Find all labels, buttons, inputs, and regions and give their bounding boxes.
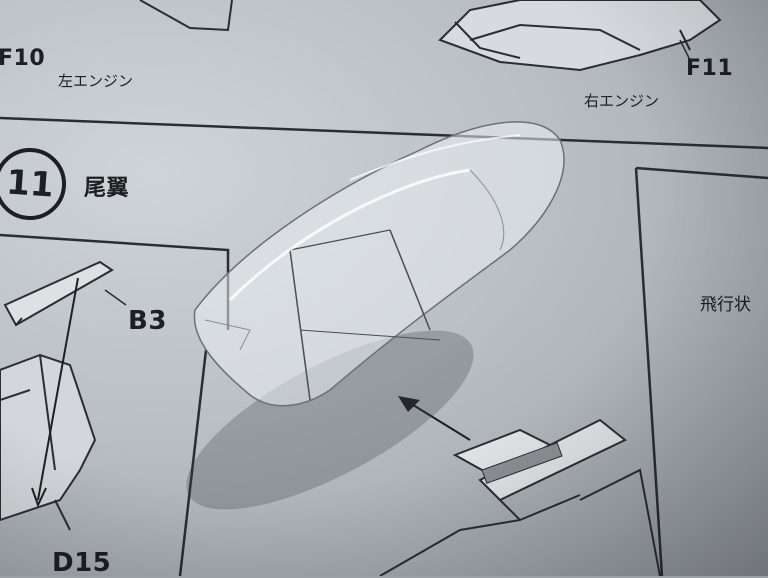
part-label-f10: F10 [0, 46, 46, 71]
arrow-head-icon [31, 487, 47, 508]
canopy-part-drawing [379, 418, 661, 576]
b3-part-drawing [3, 260, 114, 327]
canopy-rail-detail [481, 442, 563, 484]
step-number: 11 [4, 162, 55, 206]
step-title: 尾翼 [84, 176, 130, 201]
f10-part-outline [139, 0, 233, 32]
canopy-shadow [186, 330, 474, 510]
part-label-b3: B3 [128, 306, 167, 336]
canopy-placement-arrow [404, 399, 471, 441]
tail-assembly-drawing [0, 353, 97, 531]
section-divider-line [0, 116, 768, 150]
part-label-d15: D15 [52, 548, 112, 578]
f11-engine-part-drawing [438, 0, 722, 72]
f11-leader-line [679, 39, 691, 61]
label-right-engine: 右エンジン [584, 92, 660, 110]
step-frame-right [634, 166, 768, 576]
part-label-f11: F11 [686, 56, 734, 81]
label-left-engine: 左エンジン [58, 72, 134, 90]
clear-canopy-part [193, 121, 565, 407]
b3-insertion-arrow [37, 277, 79, 501]
b3-leader-line [104, 289, 127, 306]
label-flight-state: 飛行状 [700, 295, 751, 315]
arrow-head-icon [398, 396, 420, 412]
